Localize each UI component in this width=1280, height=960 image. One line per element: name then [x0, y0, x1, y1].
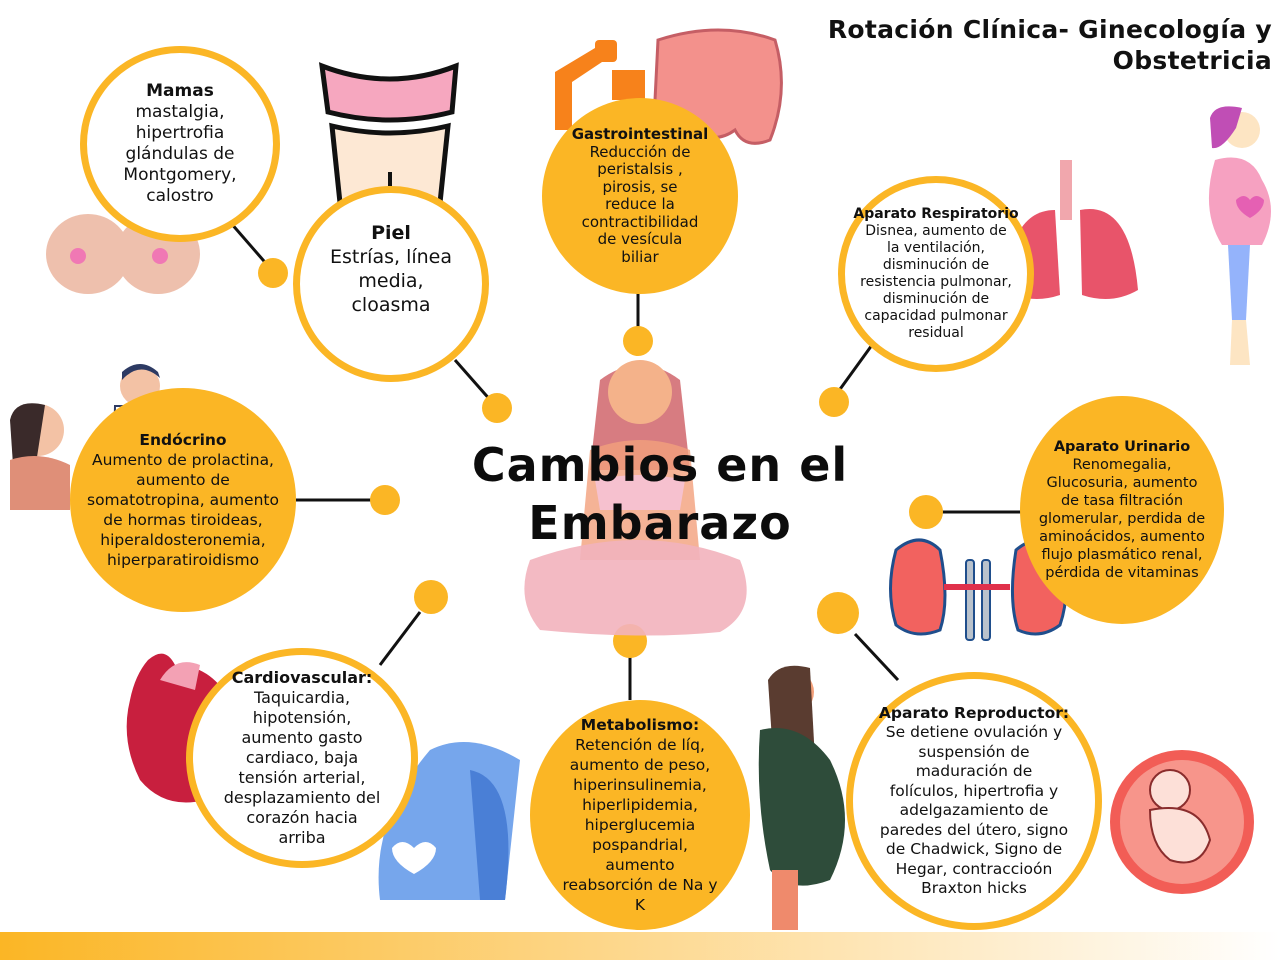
connector-mamas: [228, 221, 272, 269]
node-heading: Mamas: [146, 81, 214, 101]
connector-dot: [817, 592, 859, 634]
node-heading: Endócrino: [139, 431, 227, 449]
title-line-2: Obstetricia: [1112, 46, 1272, 75]
connector-dot: [623, 326, 653, 356]
connector-dot: [819, 387, 849, 417]
node-endocrino: Endócrino Aumento de prolactina, aumento…: [70, 388, 296, 612]
node-piel: Piel Estrías, línea media, cloasma: [293, 186, 489, 382]
title-line-1: Rotación Clínica- Ginecología y: [827, 15, 1272, 44]
node-heading: Metabolismo:: [580, 716, 700, 734]
connector-dot: [909, 495, 943, 529]
node-reproductor: Aparato Reproductor: Se detiene ovulació…: [846, 672, 1102, 930]
node-respiratorio: Aparato Respiratorio Disnea, aumento de …: [838, 176, 1034, 372]
node-mamas: Mamas mastalgia, hipertrofia glándulas d…: [80, 46, 280, 242]
node-heading: Piel: [371, 222, 411, 244]
pregnant-woman-silhouette: [1208, 106, 1271, 365]
connector-dot: [482, 393, 512, 423]
connector-respiratorio: [836, 344, 874, 393]
node-cardiovascular: Cardiovascular: Taquicardia, hipotensión…: [186, 648, 418, 868]
footer-gradient-bar: [0, 932, 1280, 960]
pregnant-woman-standing: [758, 665, 845, 930]
connector-piel: [453, 359, 494, 403]
page-title: Rotación Clínica- Ginecología y Obstetri…: [828, 14, 1272, 76]
center-title: Cambios en el Embarazo: [471, 438, 849, 550]
node-heading: Aparato Respiratorio: [853, 206, 1019, 222]
toilet-illustration: [555, 40, 645, 130]
node-urinario: Aparato Urinario Renomegalia, Glucosuria…: [1020, 396, 1224, 624]
node-gastrointestinal: Gastrointestinal Reducción de peristalsi…: [542, 98, 738, 294]
node-heading: Aparato Reproductor:: [878, 703, 1070, 722]
node-heading: Aparato Urinario: [1053, 439, 1191, 455]
connector-dot: [258, 258, 288, 288]
fetus-illustration: [1110, 750, 1254, 894]
node-heading: Cardiovascular:: [231, 668, 373, 687]
node-heading: Gastrointestinal: [571, 125, 709, 143]
connector-cardio: [378, 611, 422, 666]
connector-reproductor: [853, 632, 900, 682]
central-pregnant-woman-illustration: [524, 360, 747, 636]
connector-dot: [414, 580, 448, 614]
node-metabolismo: Metabolismo: Retención de líq, aumento d…: [530, 700, 750, 930]
connector-dot: [370, 485, 400, 515]
